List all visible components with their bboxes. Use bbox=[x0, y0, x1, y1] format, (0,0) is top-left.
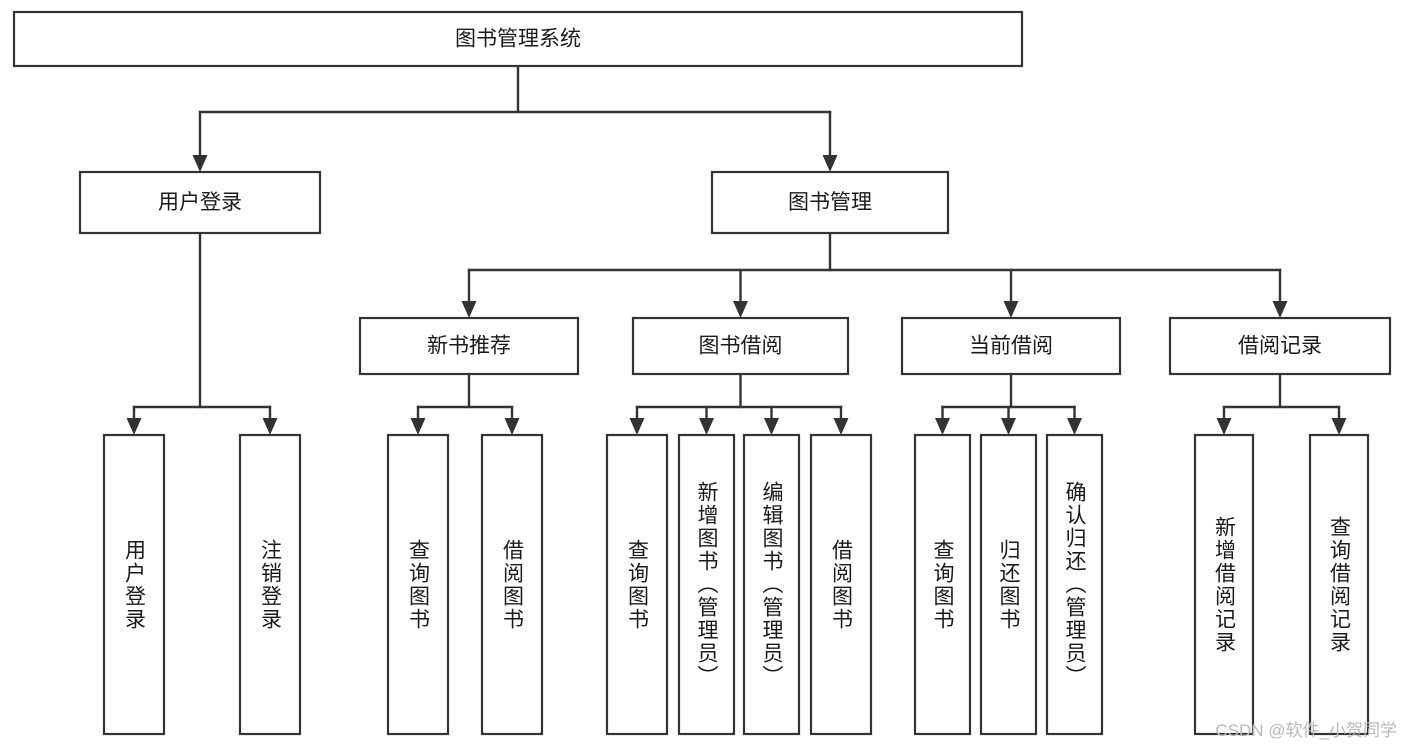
node-label-borrow-record: 借阅记录 bbox=[1238, 335, 1322, 358]
node-box-borrow-record[interactable] bbox=[1168, 316, 1392, 376]
node-box-leaf-cur-query[interactable] bbox=[913, 433, 972, 736]
arrow-head-icon bbox=[1001, 418, 1016, 435]
arrow-head-icon bbox=[699, 418, 714, 435]
arrow-head-icon bbox=[461, 301, 477, 318]
node-box-leaf-rec-query[interactable] bbox=[386, 433, 450, 736]
node-box-leaf-borrow-query[interactable] bbox=[605, 433, 669, 736]
arrow-head-icon bbox=[629, 418, 645, 435]
node-box-new-book-rec[interactable] bbox=[358, 316, 580, 376]
node-label-root: 图书管理系统 bbox=[455, 28, 581, 51]
node-box-leaf-rec-search[interactable] bbox=[1308, 433, 1370, 736]
arrow-head-icon bbox=[410, 418, 426, 435]
arrow-head-icon bbox=[126, 418, 142, 435]
arrow-head-icon bbox=[733, 301, 748, 318]
node-label-user-login: 用户登录 bbox=[158, 191, 242, 214]
node-box-leaf-user-logout[interactable] bbox=[238, 433, 302, 736]
node-box-layer bbox=[12, 10, 1392, 736]
arrow-head-icon bbox=[764, 418, 779, 435]
arrow-head-icon bbox=[504, 418, 520, 435]
node-box-leaf-cur-return[interactable] bbox=[979, 433, 1038, 736]
node-label-book-manage: 图书管理 bbox=[788, 191, 872, 214]
node-box-book-borrow[interactable] bbox=[631, 316, 850, 376]
node-box-leaf-user-login[interactable] bbox=[102, 433, 166, 736]
arrow-head-icon bbox=[833, 418, 849, 435]
node-box-leaf-rec-add[interactable] bbox=[1193, 433, 1255, 736]
node-label-new-book-rec: 新书推荐 bbox=[427, 335, 511, 358]
node-box-leaf-borrow-add[interactable] bbox=[677, 433, 736, 736]
arrow-head-icon bbox=[1003, 301, 1019, 318]
node-box-leaf-borrow-lend[interactable] bbox=[809, 433, 873, 736]
watermark-text: CSDN @软件_小贺同学 bbox=[1215, 721, 1397, 740]
connector-layer bbox=[126, 64, 1347, 435]
node-box-leaf-cur-confirm[interactable] bbox=[1045, 433, 1104, 736]
arrow-head-icon bbox=[1216, 418, 1232, 435]
node-label-book-borrow: 图书借阅 bbox=[699, 335, 783, 358]
node-box-user-login[interactable] bbox=[78, 170, 322, 235]
arrow-head-icon bbox=[935, 418, 950, 435]
node-box-leaf-rec-borrow[interactable] bbox=[480, 433, 544, 736]
arrow-head-icon bbox=[1331, 418, 1347, 435]
arrow-head-icon bbox=[1067, 418, 1082, 435]
arrow-head-icon bbox=[192, 155, 208, 172]
arrow-head-icon bbox=[1272, 301, 1288, 318]
arrow-head-icon bbox=[822, 155, 838, 172]
node-box-current-borrow[interactable] bbox=[900, 316, 1122, 376]
node-label-current-borrow: 当前借阅 bbox=[969, 335, 1053, 358]
arrow-head-icon bbox=[262, 418, 278, 435]
node-box-root[interactable] bbox=[12, 10, 1024, 68]
node-box-book-manage[interactable] bbox=[710, 170, 950, 235]
node-box-leaf-borrow-edit[interactable] bbox=[742, 433, 801, 736]
